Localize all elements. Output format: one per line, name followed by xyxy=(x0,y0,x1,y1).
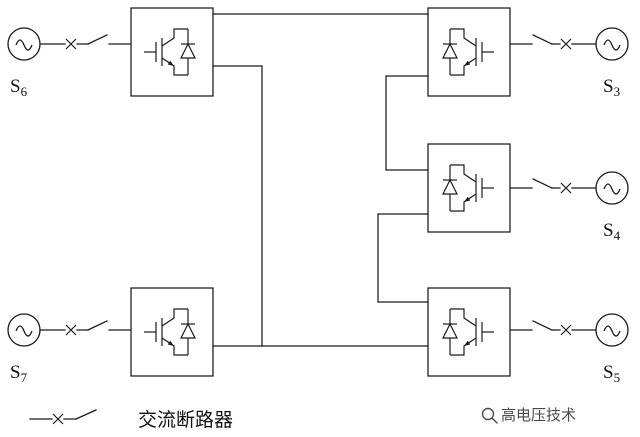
legend-label: 交流断路器 xyxy=(138,409,233,431)
ac-breaker-s7 xyxy=(39,320,132,336)
breaker-blade xyxy=(532,34,553,45)
ac-source-icon xyxy=(595,313,629,347)
ac-source-s4: S4 xyxy=(595,171,629,243)
source-label-s7: S7 xyxy=(10,362,28,385)
x-mark-icon xyxy=(65,38,77,50)
converter-station-top-left xyxy=(130,7,214,97)
watermark: 高电压技术 xyxy=(481,407,576,424)
ac-source-s5: S5 xyxy=(595,313,629,385)
ac-breaker-s6 xyxy=(39,34,132,50)
legend: 交流断路器 xyxy=(29,409,233,431)
converter-station-middle-right xyxy=(427,143,511,233)
ac-source-s6: S6 xyxy=(7,27,41,99)
x-mark-icon xyxy=(560,182,572,194)
dc-transmission-lines xyxy=(212,13,429,347)
converter-box xyxy=(130,7,214,97)
ac-source-icon xyxy=(595,171,629,205)
converter-box xyxy=(427,143,511,233)
x-mark-icon xyxy=(52,413,64,425)
ac-breaker-s3 xyxy=(509,34,597,50)
ac-source-icon xyxy=(7,27,41,61)
dc-line-right-lower xyxy=(377,213,429,303)
ac-breaker-s4 xyxy=(509,178,597,194)
converter-station-bottom-left xyxy=(130,287,214,377)
ac-source-s3: S3 xyxy=(595,27,629,99)
source-label-s5: S5 xyxy=(603,362,620,385)
converter-box xyxy=(427,287,511,377)
watermark-logo-icon xyxy=(481,407,498,424)
breaker-blade xyxy=(87,320,108,331)
ac-source-icon xyxy=(595,27,629,61)
breaker-blade xyxy=(532,320,553,331)
ac-source-icon xyxy=(7,313,41,347)
dc-line-right-upper xyxy=(385,75,429,171)
converter-box xyxy=(130,287,214,377)
ac-breaker-s5 xyxy=(509,320,597,336)
converter-station-top-right xyxy=(427,7,511,97)
ac-breaker-icon xyxy=(29,409,97,425)
ac-source-s7: S7 xyxy=(7,313,41,385)
breaker-blade xyxy=(532,178,553,189)
converter-box xyxy=(427,7,511,97)
converter-station-bottom-right xyxy=(427,287,511,377)
source-label-s6: S6 xyxy=(10,76,28,99)
x-mark-icon xyxy=(560,324,572,336)
breaker-blade xyxy=(87,34,108,45)
x-mark-icon xyxy=(560,38,572,50)
breaker-blade xyxy=(75,409,97,420)
x-mark-icon xyxy=(65,324,77,336)
source-label-s4: S4 xyxy=(603,220,621,243)
watermark-label: 高电压技术 xyxy=(501,407,576,424)
dc-line-left-drop xyxy=(212,65,263,347)
source-label-s3: S3 xyxy=(603,76,620,99)
